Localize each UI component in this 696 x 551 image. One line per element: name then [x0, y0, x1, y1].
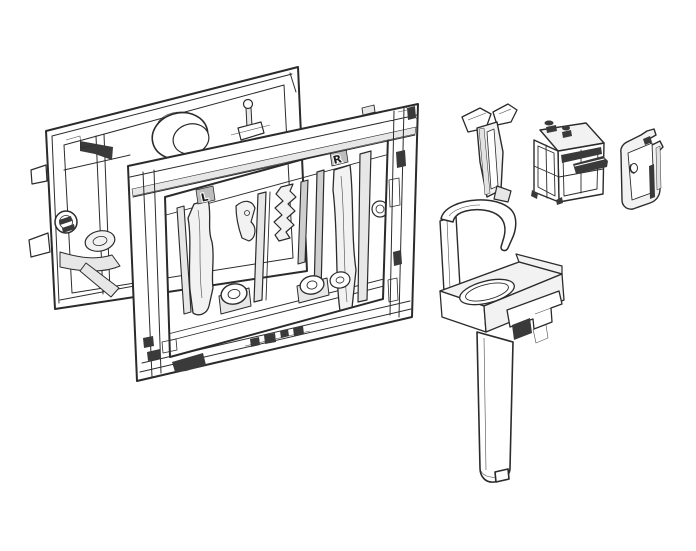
pushrod-boss-left: [220, 283, 248, 305]
back-plate-border-lines: [51, 72, 297, 304]
locking-pin: [461, 103, 518, 203]
pin-body-shade: [478, 127, 491, 196]
funnel-opening-rim: [459, 278, 515, 306]
top-tab: [361, 104, 376, 116]
actuation-pin-head: [242, 98, 254, 110]
insert-funnel-with-hook: [439, 199, 565, 483]
basket-top-knob-left: [544, 120, 554, 126]
bellows-spring: [273, 183, 297, 242]
left-pushrod: [176, 205, 192, 315]
corner-clip-dark: [80, 141, 113, 160]
bottom-lever-strut: [79, 262, 120, 298]
center-rod: [297, 179, 309, 265]
funnel-back-bar: [439, 215, 461, 293]
actuation-pin-base: [237, 121, 265, 141]
insert-basket: [531, 120, 608, 205]
basket-top-knob-right: [562, 125, 570, 131]
right-pushrod: [357, 150, 372, 303]
pin-foot: [493, 185, 512, 203]
pin-wing-folds: [467, 108, 512, 121]
funnel-opening-inner: [465, 282, 509, 302]
platform-front-right: [483, 273, 565, 333]
left-lever-line: [197, 209, 203, 299]
side-hook-tabs: [28, 164, 51, 258]
lever-boss: [84, 230, 116, 252]
pivot-screw-slots: [59, 216, 75, 233]
hook-inner-line: [448, 204, 481, 217]
clip-edge-shade: [655, 145, 662, 191]
latch-dark-notch: [512, 318, 532, 340]
pushrod-boss-left-bore: [227, 288, 241, 300]
inner-mechanism-frame: [127, 103, 419, 382]
pushrod-boss-far-bore: [335, 276, 345, 284]
pin-base-line: [230, 124, 271, 136]
flush-port-highlight: [157, 111, 193, 123]
left-lever: [187, 199, 214, 316]
retaining-clip: [620, 128, 664, 210]
inner-rails: [165, 154, 387, 342]
funnel-bar-line: [446, 219, 451, 289]
tube-bottom-notch: [494, 468, 510, 483]
hanger-hook: [440, 199, 517, 252]
latch-claw: [235, 200, 256, 242]
basket-front-grid: [533, 144, 560, 199]
funnel-tube: [476, 331, 514, 483]
clip-hole-shadow: [629, 164, 635, 174]
pushrod-boss-right: [299, 275, 325, 295]
lever-boss-bore: [92, 235, 108, 247]
bottom-angle-clip: [172, 353, 206, 372]
basket-handle-highlight: [574, 158, 605, 167]
top-rail-shade: [131, 126, 417, 197]
left-marking-letter: L: [200, 190, 210, 204]
right-lever-line: [340, 175, 348, 303]
corner-step-lines: [65, 135, 97, 149]
frame-slots: [161, 177, 401, 354]
pushrod-boss-right-bore: [306, 280, 318, 290]
pushrod-boss-far: [329, 271, 351, 289]
latch-step-lines: [532, 307, 552, 344]
claw-pin-hole: [244, 210, 250, 216]
left-marking-pad: [195, 185, 216, 205]
clip-dark-details: [643, 136, 655, 199]
column-pivot-bore: [375, 204, 385, 214]
center-strut: [253, 191, 267, 303]
bottom-lever-arm: [59, 251, 121, 272]
